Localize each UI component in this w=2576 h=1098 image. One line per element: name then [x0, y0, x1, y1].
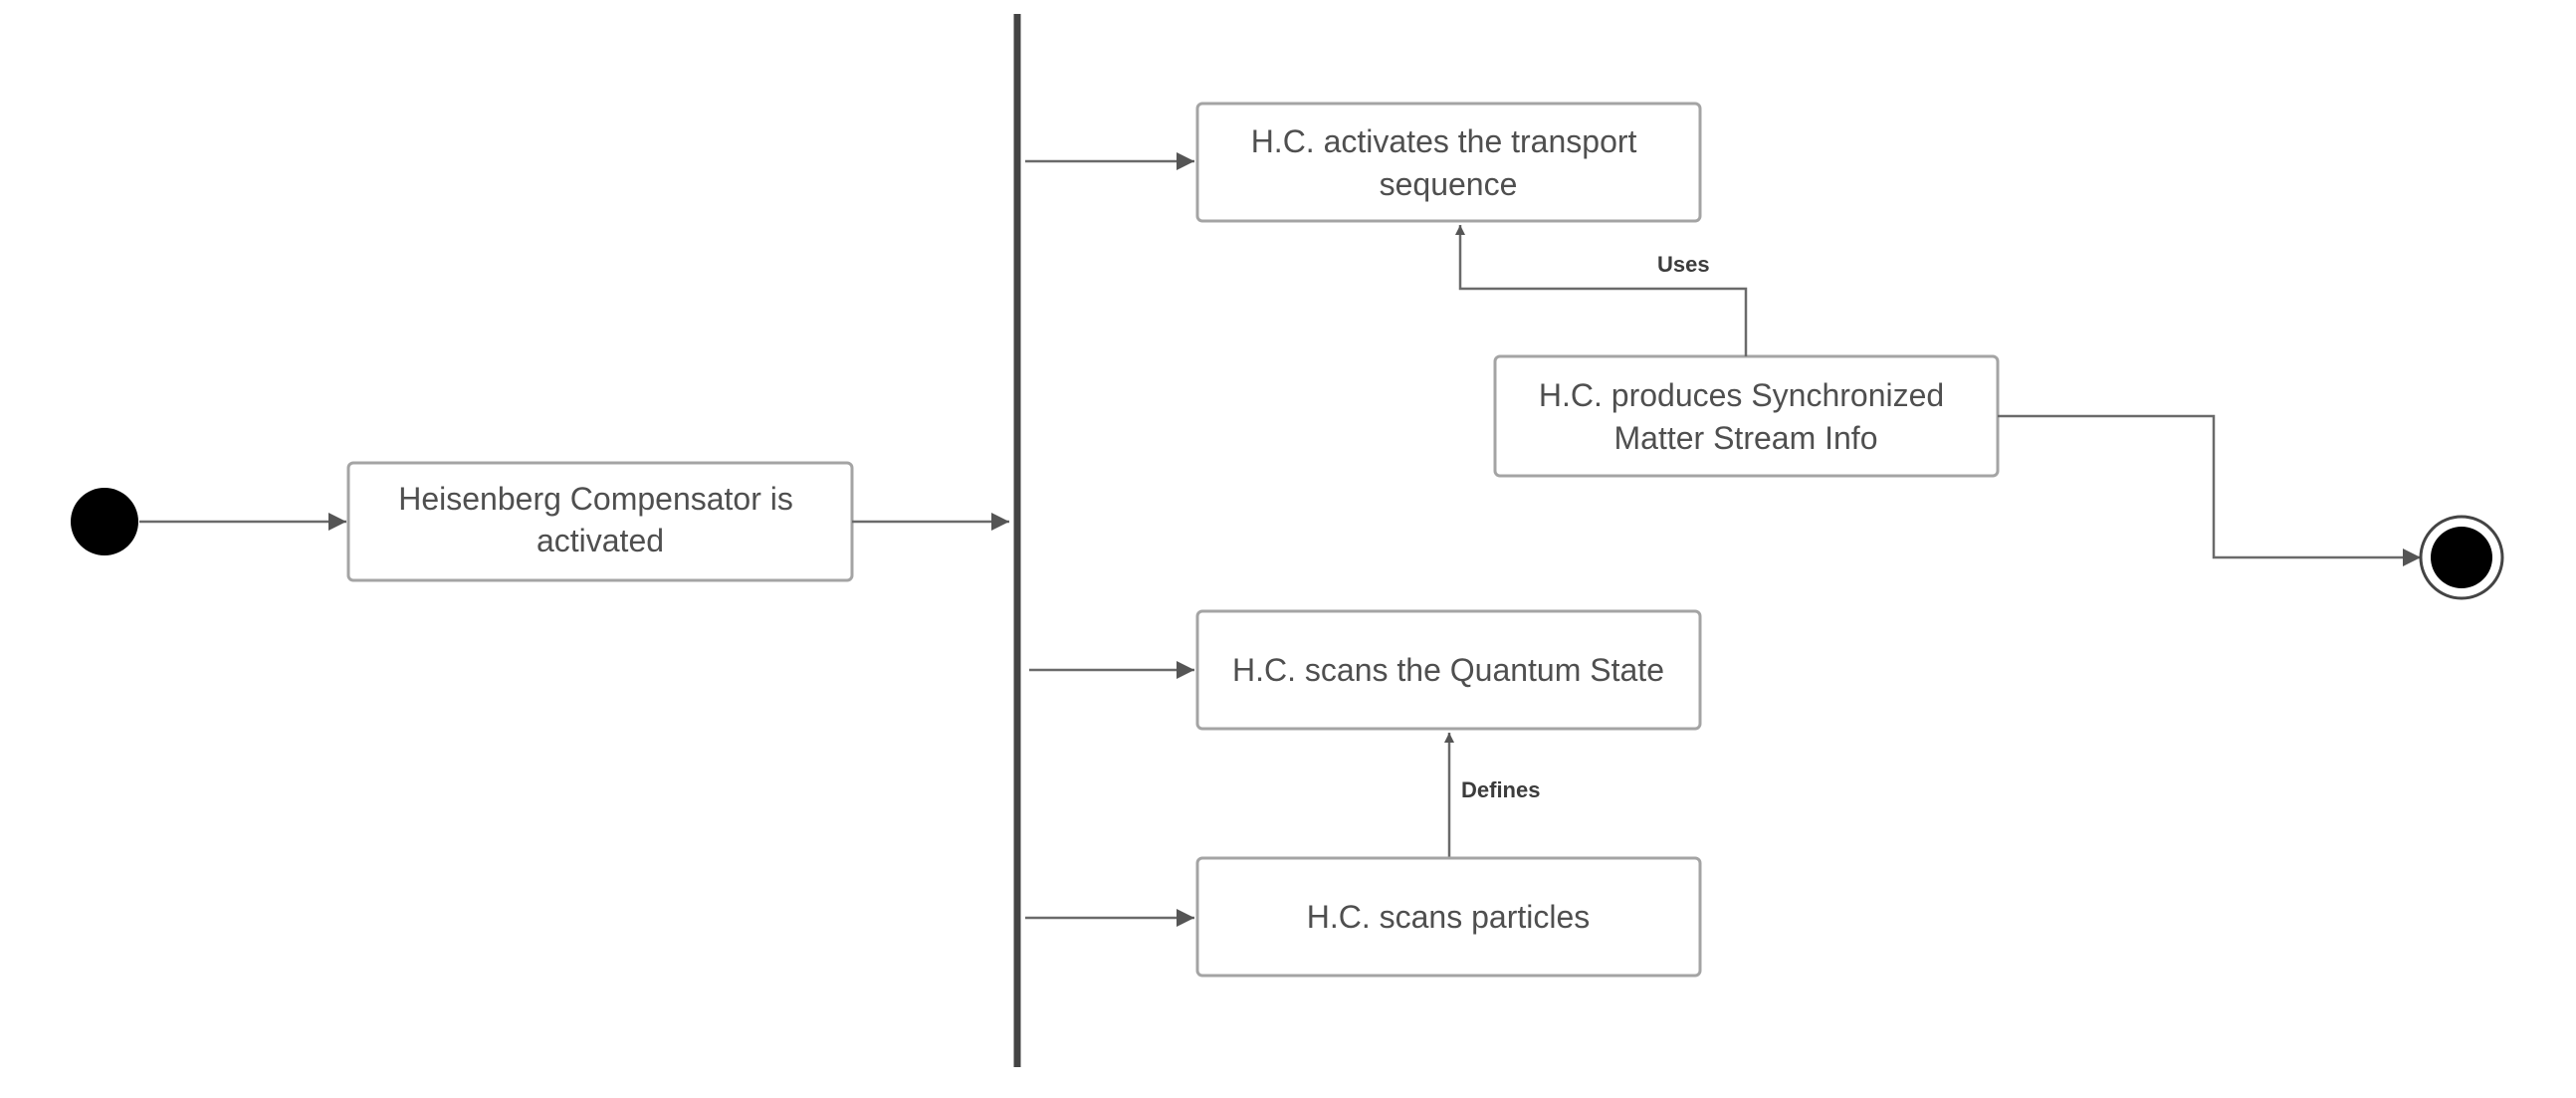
action-compensator-activated: Heisenberg Compensator is activated — [346, 461, 854, 582]
action-scans-particles: H.C. scans particles — [1195, 856, 1702, 978]
action-label-line: H.C. scans particles — [1307, 899, 1591, 935]
edge-produces-to-final — [1998, 414, 2421, 566]
svg-text:H.C. activates the transport: H.C. activates the transport sequence — [1251, 123, 1646, 202]
action-label-line: Matter Stream Info — [1614, 420, 1878, 456]
action-label-line: H.C. scans the Quantum State — [1232, 652, 1664, 688]
svg-text:H.C. scans the Quantum State: H.C. scans the Quantum State — [1232, 652, 1664, 688]
edge-label-uses: Uses — [1657, 252, 1710, 277]
svg-text:H.C. scans particles: H.C. scans particles — [1307, 899, 1591, 935]
final-node — [2419, 515, 2504, 600]
svg-text:H.C. produces Synchronized: H.C. produces Synchronized Matter Stream… — [1539, 377, 1953, 456]
edge-label-defines: Defines — [1461, 777, 1540, 802]
action-scans-quantum-state: H.C. scans the Quantum State — [1195, 609, 1702, 731]
action-activates-transport: H.C. activates the transport sequence — [1195, 102, 1702, 223]
edge-produces-uses-transport — [1455, 225, 1748, 356]
action-label-line: activated — [537, 523, 664, 558]
action-label-line: Heisenberg Compensator is — [398, 481, 793, 517]
action-label-line: sequence — [1380, 166, 1518, 202]
action-label-line: H.C. produces Synchronized — [1539, 377, 1944, 413]
action-produces-matter-stream: H.C. produces Synchronized Matter Stream… — [1493, 354, 2000, 478]
svg-text:Heisenberg Compensator is: Heisenberg Compensator is activated — [398, 481, 802, 558]
initial-node — [71, 488, 138, 555]
action-label-line: H.C. activates the transport — [1251, 123, 1637, 159]
